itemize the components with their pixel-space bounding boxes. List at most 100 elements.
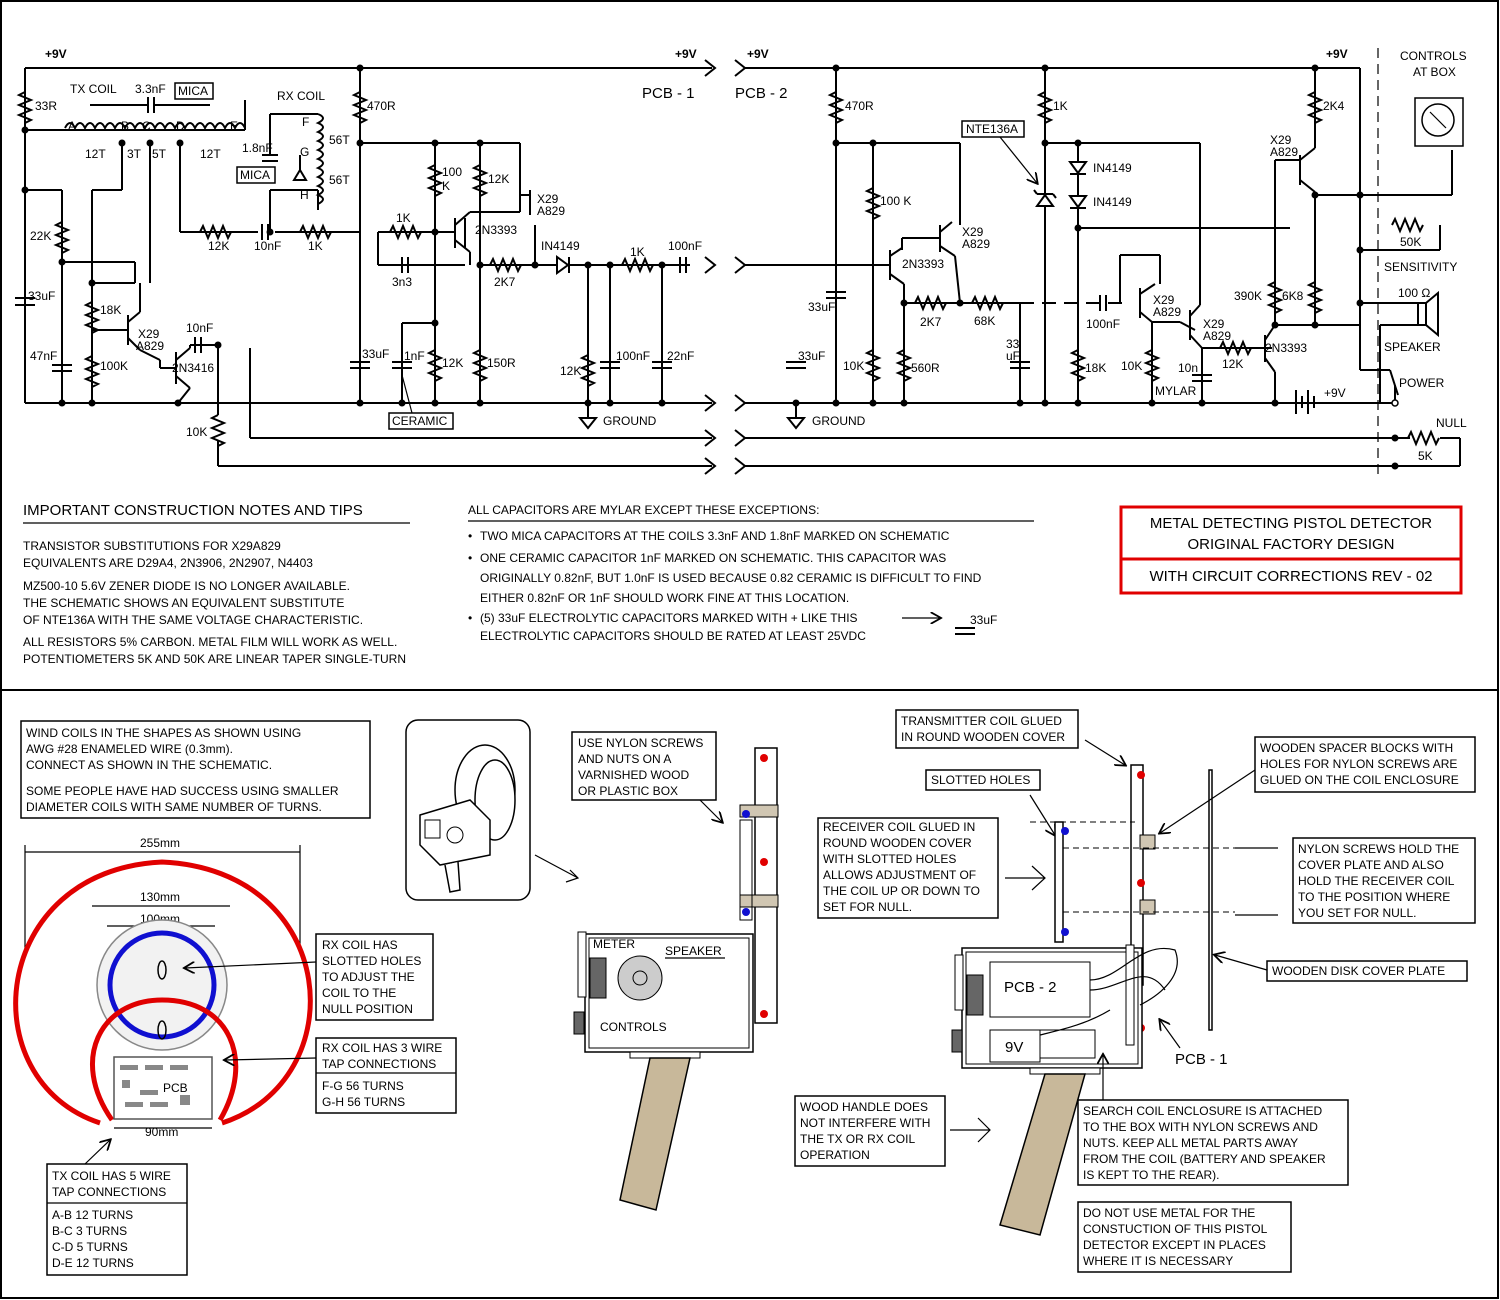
svg-text:HOLES FOR NYLON SCREWS ARE: HOLES FOR NYLON SCREWS ARE: [1260, 757, 1457, 771]
svg-text:A829: A829: [1203, 329, 1231, 343]
svg-text:OR PLASTIC BOX: OR PLASTIC BOX: [578, 784, 678, 798]
svg-text:POWER: POWER: [1399, 376, 1445, 390]
svg-text:255mm: 255mm: [140, 836, 180, 850]
svg-text:POTENTIOMETERS 5K AND 50K ARE: POTENTIOMETERS 5K AND 50K ARE LINEAR TAP…: [23, 652, 406, 666]
svg-text:SPEAKER: SPEAKER: [665, 944, 722, 958]
svg-text:22nF: 22nF: [667, 349, 694, 363]
svg-text:470R: 470R: [367, 99, 396, 113]
svg-text:TRANSMITTER COIL GLUED: TRANSMITTER COIL GLUED: [901, 714, 1062, 728]
svg-text:12K: 12K: [560, 364, 581, 378]
svg-text:NULL POSITION: NULL POSITION: [322, 1002, 413, 1016]
svg-text:130mm: 130mm: [140, 890, 180, 904]
junction-dots: [21, 64, 1399, 470]
svg-text:ELECTROLYTIC CAPACITORS SHOULD: ELECTROLYTIC CAPACITORS SHOULD BE RATED …: [480, 629, 866, 643]
svg-text:D: D: [176, 119, 185, 133]
svg-text:RECEIVER COIL GLUED IN: RECEIVER COIL GLUED IN: [823, 820, 975, 834]
svg-text:GLUED ON THE COIL ENCLOSURE: GLUED ON THE COIL ENCLOSURE: [1260, 773, 1459, 787]
svg-text:TAP CONNECTIONS: TAP CONNECTIONS: [52, 1185, 166, 1199]
svg-text:47nF: 47nF: [30, 349, 57, 363]
svg-text:5T: 5T: [152, 147, 167, 161]
svg-text:18K: 18K: [1085, 361, 1106, 375]
svg-text:B-C 3 TURNS: B-C 3 TURNS: [52, 1224, 127, 1238]
svg-text:33uF: 33uF: [28, 289, 55, 303]
svg-text:F: F: [302, 115, 309, 129]
svg-text:METER: METER: [593, 937, 635, 951]
svg-text:THE SCHEMATIC SHOWS AN EQUIVAL: THE SCHEMATIC SHOWS AN EQUIVALENT SUBSTI…: [23, 596, 344, 610]
svg-text:100nF: 100nF: [616, 349, 650, 363]
svg-text:1.8nF: 1.8nF: [242, 141, 273, 155]
svg-text:A829: A829: [1153, 305, 1181, 319]
svg-text:D-E 12 TURNS: D-E 12 TURNS: [52, 1256, 134, 1270]
svg-text:NTE136A: NTE136A: [966, 122, 1018, 136]
svg-text:uF: uF: [1006, 349, 1020, 363]
capacitors: [15, 97, 1212, 382]
svg-text:470R: 470R: [845, 99, 874, 113]
title-line3: WITH CIRCUIT CORRECTIONS REV - 02: [1149, 568, 1432, 585]
vcc-mid2: +9V: [747, 47, 769, 61]
svg-text:IN4149: IN4149: [1093, 161, 1132, 175]
svg-text:22K: 22K: [30, 229, 51, 243]
svg-text:TRANSISTOR SUBSTITUTIONS FOR: TRANSISTOR SUBSTITUTIONS FOR X29A829: [23, 539, 281, 553]
svg-text:F-G 56 TURNS: F-G 56 TURNS: [322, 1079, 404, 1093]
svg-text:12K: 12K: [208, 239, 229, 253]
svg-text:A829: A829: [1270, 145, 1298, 159]
svg-text:100K: 100K: [100, 359, 128, 373]
svg-text:CONTROLS: CONTROLS: [600, 1020, 667, 1034]
svg-text:2K7: 2K7: [494, 275, 516, 289]
svg-text:33: 33: [1006, 337, 1020, 351]
svg-text:IN4149: IN4149: [541, 239, 580, 253]
svg-text:OF NTE136A WITH THE SAME VOLTA: OF NTE136A WITH THE SAME VOLTAGE CHARACT…: [23, 613, 363, 627]
svg-text:12K: 12K: [442, 356, 463, 370]
svg-text:100: 100: [442, 165, 462, 179]
svg-text:RX COIL: RX COIL: [277, 89, 325, 103]
capacitor-notes: ALL CAPACITORS ARE MYLAR EXCEPT THESE EX…: [468, 503, 1034, 643]
svg-text:ROUND WOODEN COVER: ROUND WOODEN COVER: [823, 836, 972, 850]
title-line2: ORIGINAL FACTORY DESIGN: [1188, 536, 1395, 553]
svg-text:TO THE BOX WITH NYLON SCREWS A: TO THE BOX WITH NYLON SCREWS AND: [1083, 1120, 1318, 1134]
svg-text:COVER PLATE AND ALSO: COVER PLATE AND ALSO: [1298, 858, 1444, 872]
svg-text:1K: 1K: [308, 239, 323, 253]
svg-text:3T: 3T: [127, 147, 142, 161]
svg-text:12T: 12T: [85, 147, 106, 161]
pistol-side-view: METER SPEAKER CONTROLS: [573, 747, 779, 1211]
svg-text:•: •: [468, 611, 472, 625]
pcb-on-coil: PCB: [163, 1081, 188, 1095]
svg-text:2N3393: 2N3393: [475, 223, 517, 237]
svg-text:NYLON SCREWS HOLD THE: NYLON SCREWS HOLD THE: [1298, 842, 1459, 856]
svg-text:X29: X29: [537, 192, 559, 206]
controls-at-box-2: AT BOX: [1413, 65, 1456, 79]
svg-text:6K8: 6K8: [1282, 289, 1304, 303]
svg-text:33uF: 33uF: [362, 347, 389, 361]
pistol-thumbnail: [405, 719, 580, 901]
svg-text:WHERE IT IS NECESSARY: WHERE IT IS NECESSARY: [1083, 1254, 1233, 1268]
svg-text:A829: A829: [962, 237, 990, 251]
svg-text:CONNECT AS SHOWN IN THE SCHEMA: CONNECT AS SHOWN IN THE SCHEMATIC.: [26, 758, 272, 772]
svg-text:18K: 18K: [100, 303, 121, 317]
svg-text:TAP CONNECTIONS: TAP CONNECTIONS: [322, 1057, 436, 1071]
svg-text:FROM THE COIL (BATTERY AND SPE: FROM THE COIL (BATTERY AND SPEAKER: [1083, 1152, 1326, 1166]
svg-text:USE NYLON SCREWS: USE NYLON SCREWS: [578, 736, 703, 750]
svg-text:A-B 12 TURNS: A-B 12 TURNS: [52, 1208, 133, 1222]
vcc-right: +9V: [1326, 47, 1348, 61]
svg-text:33uF: 33uF: [798, 349, 825, 363]
rx-slotted-note: RX COIL HAS SLOTTED HOLES TO ADJUST THE …: [185, 933, 434, 1021]
svg-text:33R: 33R: [35, 99, 57, 113]
svg-text:THE TX OR RX COIL: THE TX OR RX COIL: [800, 1132, 915, 1146]
svg-text:5K: 5K: [1418, 449, 1433, 463]
caps-heading: ALL CAPACITORS ARE MYLAR EXCEPT THESE EX…: [468, 503, 819, 517]
svg-text:2N3393: 2N3393: [902, 257, 944, 271]
coil-drawing: 255mm 130mm 100mm PCB 90mm: [13, 836, 313, 1139]
svg-text:G: G: [300, 145, 309, 159]
ground-2: GROUND: [812, 414, 866, 428]
vcc-left: +9V: [45, 47, 67, 61]
svg-text:IN ROUND WOODEN COVER: IN ROUND WOODEN COVER: [901, 730, 1065, 744]
title-line1: METAL DETECTING PISTOL DETECTOR: [1150, 515, 1432, 532]
svg-text:1K: 1K: [630, 245, 645, 259]
svg-text:IN4149: IN4149: [1093, 195, 1132, 209]
svg-text:MICA: MICA: [240, 168, 270, 182]
svg-text:X29: X29: [138, 327, 160, 341]
svg-text:HOLD THE RECEIVER COIL: HOLD THE RECEIVER COIL: [1298, 874, 1455, 888]
svg-text:NOT INTERFERE WITH: NOT INTERFERE WITH: [800, 1116, 930, 1130]
